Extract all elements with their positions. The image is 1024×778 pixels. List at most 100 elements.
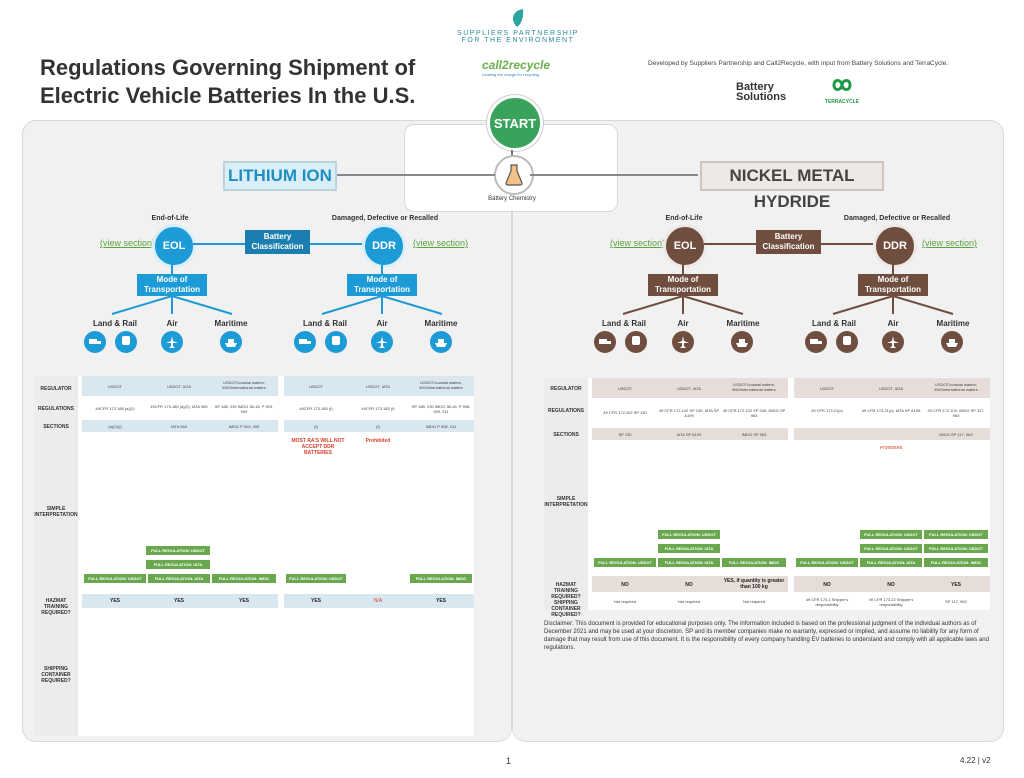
mode-transport-box[interactable]: Mode of Transportation [347, 274, 417, 296]
lithium-ion-banner[interactable]: LITHIUM ION [223, 161, 337, 191]
cell-sections: IMDG P 903, 909 [228, 424, 260, 429]
truck-icon [805, 331, 827, 353]
cell-regulator: USDOT/coastal waters; IMO/international … [222, 380, 266, 390]
developed-by: Developed by Suppliers Partnership and C… [648, 60, 949, 67]
full-regulation-button[interactable]: FULL REGULATION: IATA [658, 558, 720, 567]
cell-regulator: USDOT/coastal waters; IMO/international … [934, 382, 978, 392]
row-label-regulations: REGULATIONS [547, 408, 585, 414]
cell-hazmat: YES [238, 598, 249, 604]
damaged-label: Damaged, Defective or Recalled [843, 215, 951, 222]
ddr-warning: MOST RA'S WILL NOT ACCEPT DDR BATTERIES [291, 438, 345, 456]
cell-shipping: SP 117, 963 [945, 599, 967, 604]
train-icon [836, 331, 858, 353]
full-regulation-button[interactable]: FULL REGULATION: IATA [860, 558, 922, 567]
full-regulation-button[interactable]: FULL REGULATION: USDOT [860, 544, 922, 553]
view-section-link[interactable]: (view section) [100, 238, 156, 248]
truck-icon [594, 331, 616, 353]
ship-icon [731, 331, 753, 353]
cell-regulator: USDOT, IATA [365, 384, 391, 389]
truck-icon [294, 331, 316, 353]
plane-icon [672, 331, 694, 353]
connector [511, 150, 513, 158]
cell-regulator: USDOT/coastal waters; IMO/international … [419, 380, 463, 390]
full-regulation-button[interactable]: FULL REGULATION: USDOT [796, 558, 858, 567]
cell-regulations: 49 CFR 173.21(c) [811, 408, 843, 413]
cell-sections: SP 130 [618, 432, 632, 437]
start-button[interactable]: START [487, 95, 543, 151]
cell-sections: (f) [314, 424, 318, 429]
full-regulation-button[interactable]: FULL REGULATION: IATA [658, 544, 720, 553]
full-regulation-button[interactable]: FULL REGULATION: USDOT [286, 574, 346, 583]
view-section-link[interactable]: (view section) [922, 238, 978, 248]
full-regulation-button[interactable]: FULL REGULATION: IMDG [924, 558, 988, 567]
row-label-hazmat: HAZMAT TRAINING REQUIRED? [551, 582, 581, 600]
air-label: Air [887, 319, 899, 328]
row-label-hazmat: HAZMAT TRAINING REQUIRED? [41, 598, 71, 616]
full-regulation-button[interactable]: FULL REGULATION: USDOT [658, 530, 720, 539]
ddr-node[interactable]: DDR [873, 224, 917, 268]
full-regulation-button[interactable]: FULL REGULATION: IATA [148, 574, 210, 583]
disclaimer: Disclaimer: This document is provided fo… [544, 621, 989, 651]
cell-regulator: USDOT [309, 384, 323, 389]
connector [171, 264, 173, 274]
cell-regulations: 49CFR 173.185 (a)(2) [95, 406, 135, 411]
plane-icon [882, 331, 904, 353]
cell-regulator: USDOT [618, 386, 632, 391]
row-label-sections: SECTIONS [43, 424, 69, 430]
full-regulation-button[interactable]: FULL REGULATION: USDOT [84, 574, 146, 583]
maritime-label: Maritime [424, 319, 458, 328]
connector [193, 243, 245, 245]
full-regulation-button[interactable]: FULL REGULATION: USDOT [594, 558, 656, 567]
row-label-simple: SIMPLE INTERPRETATION [544, 496, 588, 508]
row-label-sections: SECTIONS [553, 432, 579, 438]
air-label: Air [376, 319, 388, 328]
full-regulation-button[interactable]: FULL REGULATION: IMDG [410, 574, 472, 583]
mode-transport-box[interactable]: Mode of Transportation [858, 274, 928, 296]
nimh-banner[interactable]: NICKEL METAL HYDRIDE [700, 161, 884, 211]
mode-transport-box[interactable]: Mode of Transportation [137, 274, 207, 296]
end-of-life-label: End-of-Life [151, 215, 189, 222]
battery-classification-box[interactable]: Battery Classification [756, 230, 821, 254]
full-regulation-button[interactable]: FULL REGULATION: USDOT [860, 530, 922, 539]
cell-sections: IMDG SP 963 [741, 432, 767, 437]
full-regulation-button[interactable]: FULL REGULATION: USDOT [924, 530, 988, 539]
ddr-node[interactable]: DDR [362, 224, 406, 268]
org-line-2: FOR THE ENVIRONMENT [461, 37, 575, 44]
cell-hazmat: NO [823, 582, 831, 588]
battery-classification-box[interactable]: Battery Classification [245, 230, 310, 254]
cell-regulations: 49 CFR 173.21(c); IATA SP A199 [861, 408, 921, 413]
cell-regulations: 49 CFR 172.102; IMDG SP 117, 963 [927, 408, 985, 418]
eol-node[interactable]: EOL [152, 224, 196, 268]
eol-node[interactable]: EOL [663, 224, 707, 268]
connector [381, 264, 383, 274]
cell-hazmat: YES [173, 598, 184, 604]
view-section-link[interactable]: (view section) [413, 238, 469, 248]
cell-regulator: USDOT [108, 384, 122, 389]
row-label-simple: SIMPLE INTERPRETATION [34, 506, 78, 518]
land-rail-label: Land & Rail [601, 319, 646, 328]
cell-shipping: Not required [742, 599, 765, 604]
cell-regulator: USDOT, IATA [166, 384, 192, 389]
view-section-link[interactable]: (view section) [610, 238, 666, 248]
full-regulation-button[interactable]: FULL REGULATION: USDOT [924, 544, 988, 553]
full-regulation-button[interactable]: FULL REGULATION: USDOT [146, 546, 210, 555]
train-icon [325, 331, 347, 353]
full-regulation-button[interactable]: FULL REGULATION: IATA [146, 560, 210, 569]
mode-transport-box[interactable]: Mode of Transportation [648, 274, 718, 296]
branch-arrows [622, 296, 954, 315]
cell-hazmat: YES, if quantity is greater than 100 kg [723, 578, 785, 590]
train-icon [625, 331, 647, 353]
cell-sections: IMDG SP 117, 963 [939, 432, 973, 437]
ship-icon [941, 331, 963, 353]
cell-shipping: Not required [613, 599, 636, 604]
cell-shipping: Not required [677, 599, 700, 604]
land-rail-label: Land & Rail [92, 319, 137, 328]
land-rail-label: Land & Rail [811, 319, 856, 328]
full-regulation-button[interactable]: FULL REGULATION: IMDG [722, 558, 786, 567]
spe-logo: SUPPLIERS PARTNERSHIP FOR THE ENVIRONMEN… [438, 8, 598, 44]
full-regulation-button[interactable]: FULL REGULATION: IMDG [212, 574, 276, 583]
air-label: Air [166, 319, 178, 328]
call2recycle-name: call2recycle [482, 58, 551, 72]
truck-icon [84, 331, 106, 353]
cell-hazmat: NO [621, 582, 629, 588]
